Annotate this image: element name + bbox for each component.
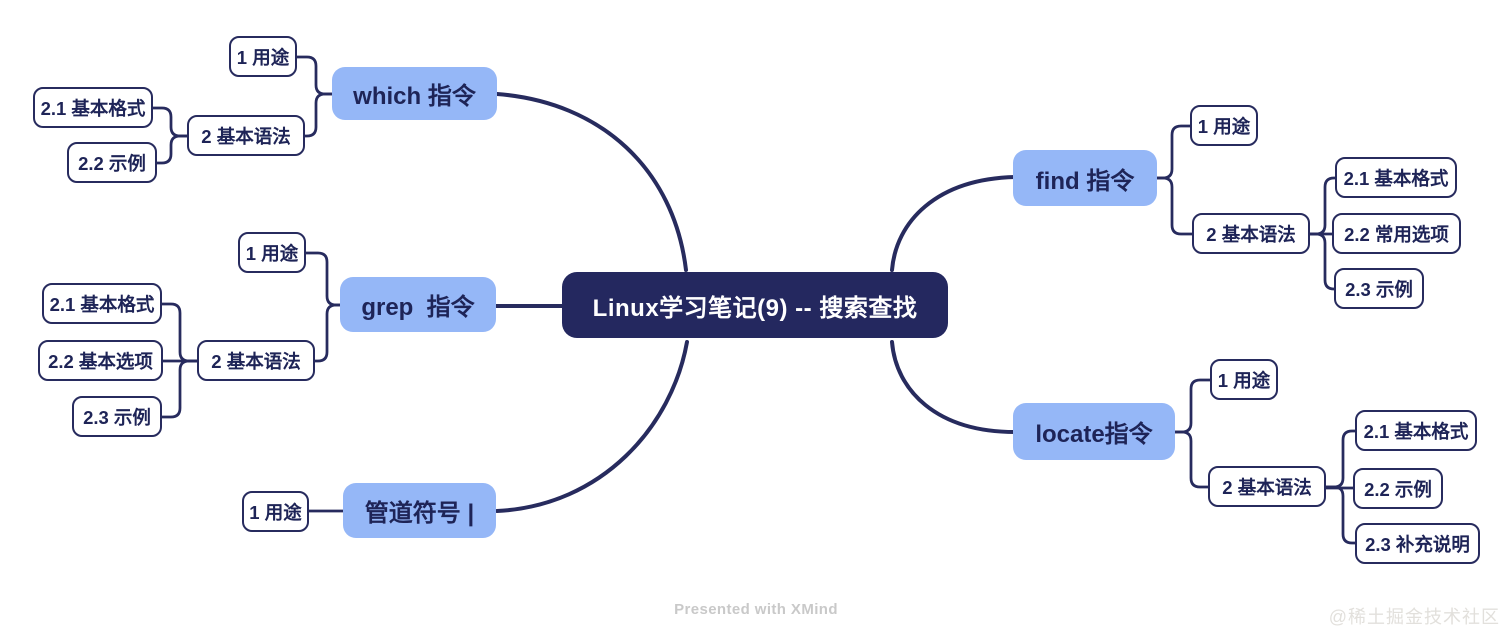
connector-find-syntax-example	[1308, 232, 1337, 291]
subtopic-locate-syntax-note[interactable]: 2.3 补充说明	[1355, 523, 1480, 564]
subtopic-which-usage[interactable]: 1 用途	[229, 36, 297, 77]
subtopic-grep-usage[interactable]: 1 用途	[238, 232, 306, 273]
connector-grep-syntax-example	[160, 359, 199, 419]
branch-curve-find	[890, 175, 1017, 272]
subtopic-locate-syntax-format[interactable]: 2.1 基本格式	[1355, 410, 1477, 451]
subtopic-locate-syntax[interactable]: 2 基本语法	[1208, 466, 1326, 507]
subtopic-find-syntax-options[interactable]: 2.2 常用选项	[1332, 213, 1461, 254]
subtopic-find-syntax-format[interactable]: 2.1 基本格式	[1335, 157, 1457, 198]
subtopic-find-usage[interactable]: 1 用途	[1190, 105, 1258, 146]
subtopic-grep-syntax-example[interactable]: 2.3 示例	[72, 396, 162, 437]
subtopic-grep-syntax[interactable]: 2 基本语法	[197, 340, 315, 381]
subtopic-find-syntax-example[interactable]: 2.3 示例	[1334, 268, 1424, 309]
subtopic-locate-usage[interactable]: 1 用途	[1210, 359, 1278, 400]
topic-find[interactable]: find 指令	[1013, 150, 1157, 206]
topic-locate[interactable]: locate指令	[1013, 403, 1175, 460]
connector-locate-usage	[1173, 378, 1212, 434]
connector-locate-syntax-note	[1324, 485, 1357, 545]
connector-which-syntax	[303, 92, 334, 138]
connector-locate-syntax-format	[1324, 429, 1357, 489]
connector-find-syntax	[1155, 176, 1194, 236]
connector-grep-syntax-format	[160, 302, 199, 363]
xmind-caption: Presented with XMind	[674, 601, 838, 618]
connector-grep-usage	[304, 251, 342, 307]
connector-which-usage	[295, 55, 334, 96]
subtopic-which-syntax-example[interactable]: 2.2 示例	[67, 142, 157, 183]
topic-pipe[interactable]: 管道符号 |	[343, 483, 496, 538]
subtopic-pipe-usage[interactable]: 1 用途	[242, 491, 309, 532]
subtopic-grep-syntax-format[interactable]: 2.1 基本格式	[42, 283, 162, 324]
subtopic-which-syntax-format[interactable]: 2.1 基本格式	[33, 87, 153, 128]
subtopic-locate-syntax-example[interactable]: 2.2 示例	[1353, 468, 1443, 509]
connector-grep-syntax	[313, 303, 342, 363]
subtopic-which-syntax[interactable]: 2 基本语法	[187, 115, 305, 156]
subtopic-grep-syntax-options[interactable]: 2.2 基本选项	[38, 340, 163, 381]
connector-locate-syntax	[1173, 430, 1210, 489]
central-topic[interactable]: Linux学习笔记(9) -- 搜索查找	[562, 272, 948, 338]
connector-which-syntax-format	[151, 106, 189, 138]
connector-find-usage	[1155, 124, 1192, 180]
branch-curve-pipe	[495, 340, 689, 513]
branch-curve-which	[495, 92, 688, 272]
subtopic-find-syntax[interactable]: 2 基本语法	[1192, 213, 1310, 254]
topic-grep[interactable]: grep 指令	[340, 277, 496, 332]
topic-which[interactable]: which 指令	[332, 67, 497, 120]
branch-curve-locate	[890, 340, 1017, 434]
connector-which-syntax-example	[155, 134, 189, 165]
watermark: @稀土掘金技术社区	[1328, 607, 1500, 627]
